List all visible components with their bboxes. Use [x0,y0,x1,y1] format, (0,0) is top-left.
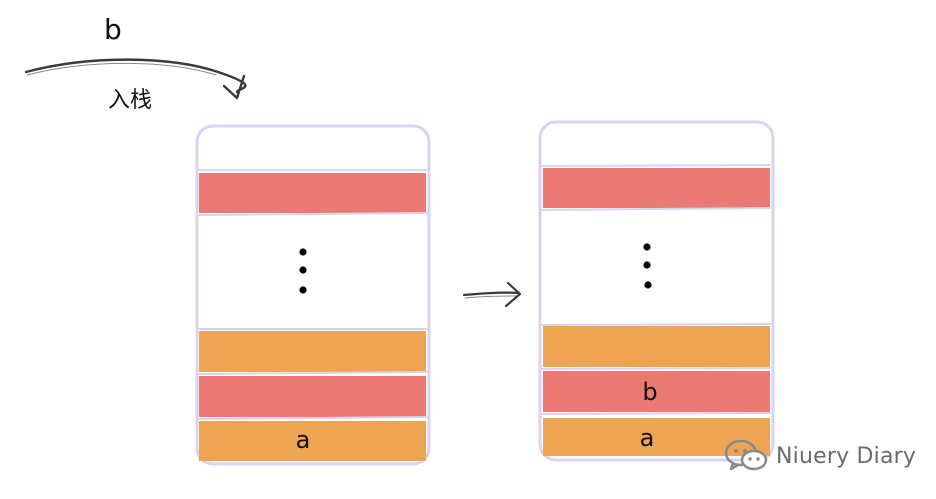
right-stack-b-label: b [642,378,658,406]
watermark: Niuery Diary [724,436,916,476]
ellipsis-dot [299,248,307,256]
right-stack-divider [540,323,772,326]
watermark-text: Niuery Diary [776,443,917,469]
ellipsis-dot [643,261,651,269]
left-stack-red-slot [199,376,426,417]
right-stack-b-slot [543,371,770,412]
left-stack-orange-slot [199,331,426,372]
right-stack-divider [540,367,772,370]
transition-arrow [462,281,522,308]
ellipsis-dot [643,243,651,251]
left-stack-top-red-slot [199,173,426,213]
left-stack-divider [197,416,431,420]
right-stack-orange-slot [543,326,770,367]
left-stack-bottom-slot [199,421,426,461]
ellipsis-dot [644,281,652,289]
right-stack-top-red-slot [543,168,770,208]
wechat-icon [724,439,768,471]
left-stack-divider [197,212,429,216]
left-stack [195,124,431,466]
right-stack-bottom-slot [543,418,770,456]
right-stack-divider [540,164,772,167]
left-stack-bottom-label: a [295,426,311,454]
left-stack-divider [197,371,431,375]
right-stack [538,120,775,462]
push-operation-label: 入栈 [108,88,153,113]
ellipsis-dot [299,266,307,274]
incoming-element-label: b [104,13,122,46]
right-stack-divider [540,412,772,415]
push-arrow [24,58,247,100]
right-stack-divider [540,207,772,211]
right-stack-bottom-label: a [639,424,655,452]
ellipsis-dot [299,286,307,294]
